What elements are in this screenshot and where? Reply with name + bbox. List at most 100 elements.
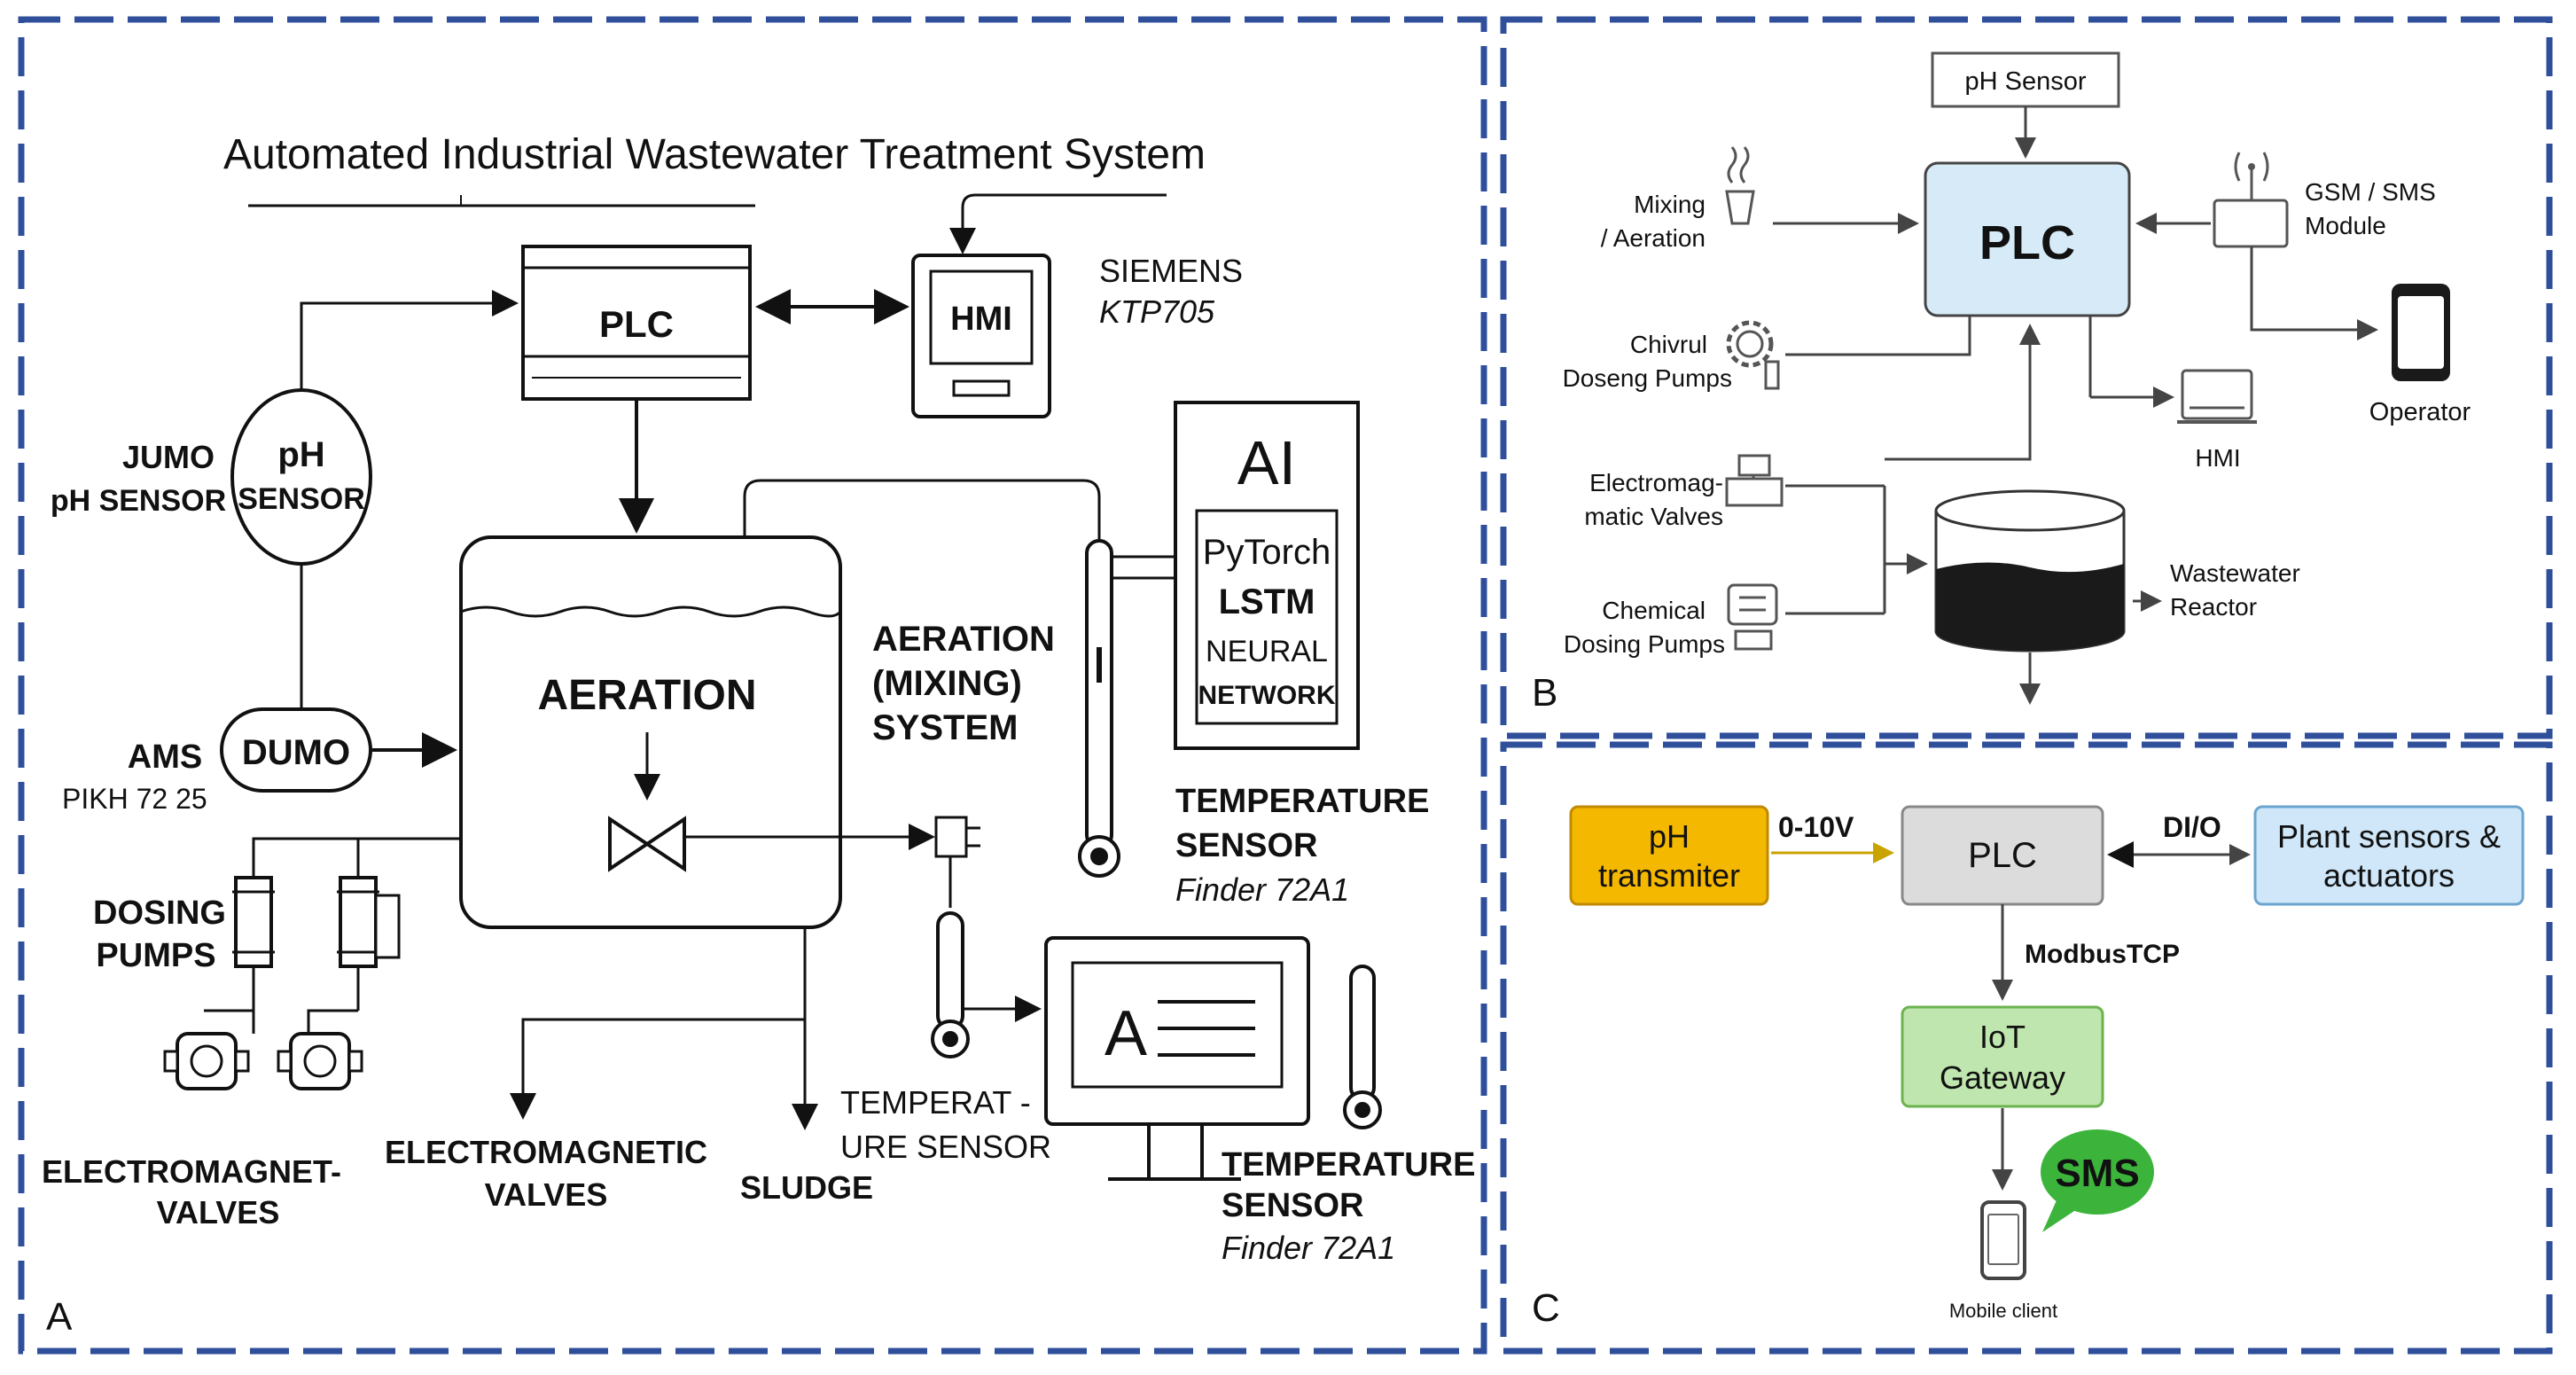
- gsm-line2: Module: [2305, 212, 2386, 239]
- temp3-line3: Finder 72A1: [1222, 1230, 1395, 1266]
- gear-icon: [1726, 320, 1780, 390]
- em-valves-left-line1: ELECTROMAGNET-: [42, 1153, 341, 1190]
- dosing-line2: PUMPS: [96, 937, 215, 974]
- hmi-label-b: HMI: [2195, 444, 2240, 472]
- em-valve-2-icon: [277, 1032, 363, 1090]
- temp3-line2: SENSOR: [1222, 1187, 1363, 1224]
- aeration-system-line2: (MIXING): [872, 664, 1022, 703]
- plc-box-b: [1924, 161, 2131, 317]
- iot-line1: IoT: [1979, 1019, 2026, 1055]
- dosing-pump-1-icon: [232, 876, 275, 968]
- chemical-line1: Chemical: [1602, 597, 1706, 624]
- operator-label: Operator: [2369, 398, 2471, 426]
- em-valves-mid-line2: VALVES: [485, 1176, 608, 1213]
- chem-pump-icon-b: [1727, 583, 1778, 651]
- smartphone-icon-b: [2392, 284, 2450, 381]
- mobile-phone-icon: [1980, 1200, 2026, 1280]
- thermometer-1-icon: [1078, 539, 1120, 878]
- ai-title: AI: [1237, 428, 1296, 497]
- em-valves-mid-line1: ELECTROMAGNETIC: [385, 1134, 707, 1170]
- panel-a-letter: A: [46, 1295, 73, 1339]
- dosing-pump-2-icon: [337, 876, 401, 968]
- hmi-model: KTP705: [1099, 293, 1215, 330]
- panel-b-letter: B: [1532, 671, 1557, 715]
- thermometer-2-icon: [931, 911, 970, 1059]
- thermometer-3-icon: [1343, 965, 1382, 1129]
- reactor-line1: Wastewater: [2170, 559, 2300, 587]
- aeration-system-line1: AERATION: [872, 620, 1055, 659]
- plant-sensors-box: [2253, 805, 2525, 906]
- ph-transmitter-box: [1569, 805, 1769, 906]
- dumo-box: DUMO: [220, 707, 372, 793]
- chem-dosing-line1: Chivrul: [1630, 331, 1707, 358]
- panel-b: B pH Sensor PLC Mixing / Aeration Chivru…: [1532, 51, 2471, 715]
- ph-sensor-line1: pH: [277, 435, 324, 474]
- hmi-device-a: HMI: [911, 254, 1051, 418]
- dumo-label: DUMO: [242, 733, 350, 772]
- antenna-icon: [2213, 152, 2289, 248]
- em-valves-left-line2: VALVES: [157, 1194, 280, 1230]
- em-valve-1-icon: [163, 1032, 250, 1090]
- sms-label: SMS: [2055, 1152, 2139, 1195]
- ai-line3: NEURAL: [1206, 635, 1328, 668]
- pikh-label: PIKH 72 25: [62, 783, 207, 815]
- mixing-icon: [1725, 146, 1755, 225]
- dio-label: DI/O: [2163, 811, 2221, 843]
- plc-label-c: PLC: [1968, 836, 2037, 875]
- panel-c: C pH transmiter 0-10V PLC DI/O Plant sen…: [1532, 805, 2525, 1330]
- panel-a-title: Automated Industrial Wastewater Treatmen…: [223, 131, 1206, 178]
- em-valve-icon-b: [1725, 454, 1784, 507]
- ph-tx-line2: transmiter: [1598, 857, 1740, 894]
- monitor-display: A: [1044, 936, 1310, 1181]
- signal-label: 0-10V: [1778, 811, 1854, 843]
- plant-line1: Plant sensors &: [2277, 818, 2501, 855]
- ph-sensor-a: pH SENSOR: [230, 388, 372, 566]
- ai-line2: LSTM: [1219, 582, 1315, 621]
- dosing-line1: DOSING: [93, 895, 226, 932]
- ai-line1: PyTorch: [1203, 533, 1331, 572]
- connector-icon: [934, 816, 968, 858]
- panel-a: A Automated Industrial Wastewater Treatm…: [42, 131, 1475, 1339]
- valve-icon: [608, 816, 686, 872]
- em-valves-line1: Electromag-: [1589, 469, 1723, 496]
- gsm-line1: GSM / SMS: [2305, 178, 2436, 206]
- ph-tx-line1: pH: [1649, 818, 1690, 855]
- chem-dosing-line2: Doseng Pumps: [1563, 364, 1732, 392]
- mobile-label: Mobile client: [1949, 1300, 2057, 1322]
- aeration-tank: AERATION: [459, 535, 842, 929]
- aeration-tank-label: AERATION: [537, 672, 756, 719]
- mixing-line1: Mixing: [1634, 191, 1706, 218]
- iot-line2: Gateway: [1940, 1059, 2065, 1096]
- ams-label: AMS: [128, 738, 202, 776]
- ph-sensor-label-b: pH Sensor: [1964, 67, 2086, 96]
- temp1-line2: SENSOR: [1175, 827, 1317, 864]
- plc-label-a: PLC: [599, 303, 674, 345]
- hmi-label-a: HMI: [950, 301, 1012, 338]
- plc-box-a: PLC: [521, 245, 752, 401]
- ai-box: AI PyTorch LSTM NEURAL NETWORK: [1174, 401, 1360, 750]
- temp1-line1: TEMPERATURE: [1175, 783, 1429, 820]
- panel-frames: [18, 16, 2553, 1355]
- ai-line4: NETWORK: [1198, 681, 1336, 710]
- jumo-ph-label: pH SENSOR: [51, 484, 226, 518]
- ph-sensor-line2: SENSOR: [238, 482, 365, 516]
- temp2-line1: TEMPERAT -: [840, 1084, 1031, 1121]
- temp1-line3: Finder 72A1: [1175, 871, 1349, 908]
- modbus-label: ModbusTCP: [2025, 940, 2180, 969]
- plant-line2: actuators: [2323, 857, 2455, 894]
- plc-label-b: PLC: [1979, 216, 2075, 270]
- panel-c-letter: C: [1532, 1286, 1560, 1330]
- sludge-label: SLUDGE: [740, 1169, 873, 1206]
- mixing-line2: / Aeration: [1601, 224, 1706, 252]
- chemical-line2: Dosing Pumps: [1564, 630, 1725, 658]
- temp3-line1: TEMPERATURE: [1222, 1146, 1475, 1184]
- hmi-icon-b: [2177, 369, 2257, 424]
- iot-gateway-box: [1901, 1005, 2104, 1108]
- em-valves-line2: matic Valves: [1584, 503, 1723, 530]
- sms-bubble-icon: SMS: [2041, 1129, 2154, 1232]
- hmi-brand: SIEMENS: [1099, 253, 1243, 289]
- reactor-line2: Reactor: [2170, 593, 2257, 621]
- jumo-label: JUMO: [122, 439, 215, 475]
- aeration-system-line3: SYSTEM: [872, 708, 1018, 747]
- temp2-line2: URE SENSOR: [840, 1129, 1051, 1165]
